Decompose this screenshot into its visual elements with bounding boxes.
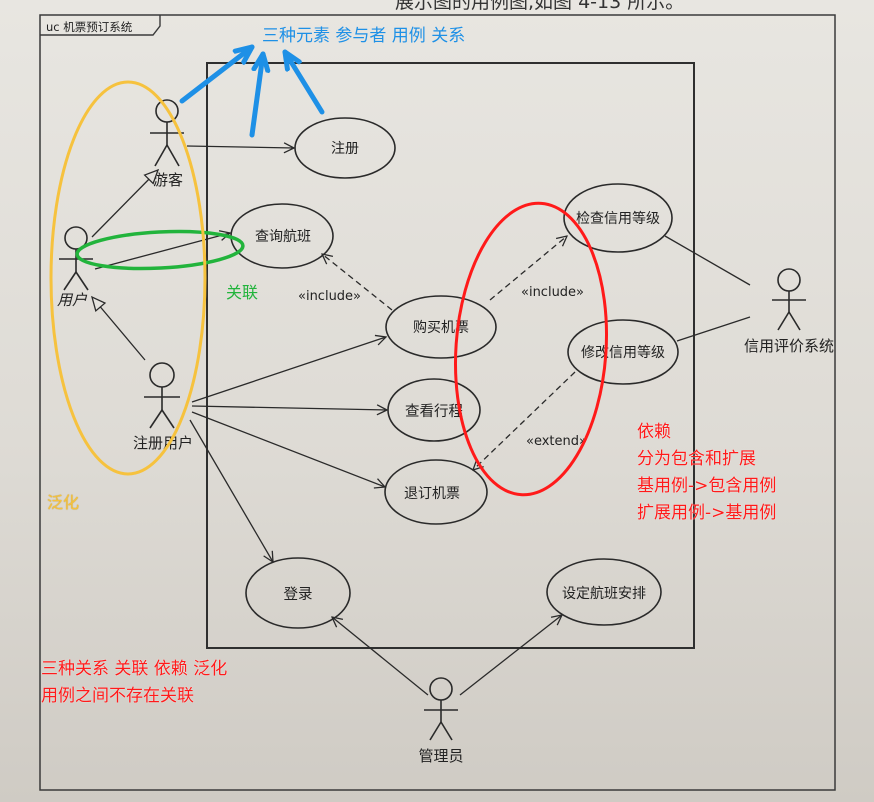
actor-admin-label: 管理员: [418, 747, 463, 765]
annotation-association: 关联: [226, 283, 259, 302]
actor-user-label: 用户: [57, 291, 88, 309]
use-case-query-flight: 查询航班: [230, 203, 334, 269]
include-buy-query: [322, 254, 393, 311]
assoc-visitor-register: [186, 146, 294, 148]
svg-text:购买机票: 购买机票: [413, 320, 469, 336]
outer-frame: [39, 14, 836, 791]
use-case-refund-ticket: 退订机票: [384, 459, 488, 525]
frame-title-tab: [40, 15, 161, 36]
frame-title: uc 机票预订系统: [46, 20, 133, 34]
actor-registered-user-icon: [144, 362, 180, 429]
actor-credit-system-label: 信用评价系统: [744, 337, 834, 355]
use-case-modify-credit: 修改信用等级: [567, 319, 679, 385]
extend-modify-refund: [473, 371, 576, 470]
assoc-reg-buy: [191, 337, 386, 403]
use-case-check-credit: 检查信用等级: [563, 183, 673, 253]
assoc-reg-refund: [191, 411, 385, 487]
summary-line: 用例之间不存在关联: [41, 686, 194, 706]
red-dependency-circle: [453, 201, 609, 497]
assoc-user-query: [94, 233, 230, 270]
annotation-three-elements: 三种元素 参与者 用例 关系: [262, 26, 466, 46]
annotation-summary: 三种关系 关联 依赖 泛化 用例之间不存在关联: [41, 656, 227, 710]
use-case-set-schedule: 设定航班安排: [546, 558, 662, 626]
svg-text:退订机票: 退订机票: [404, 486, 460, 502]
dependency-line: 扩展用例->基用例: [637, 503, 777, 523]
actor-user-icon: [59, 226, 93, 291]
svg-text:查看行程: 查看行程: [405, 403, 463, 420]
svg-text:查询航班: 查询航班: [255, 229, 311, 245]
annotation-dependency: 依赖 分为包含和扩展 基用例->包含用例 扩展用例->基用例: [637, 419, 776, 527]
include-label-right: «include»: [521, 285, 584, 300]
dependency-line: 分为包含和扩展: [637, 449, 756, 469]
system-boundary: [206, 62, 695, 649]
include-buy-check: [489, 236, 567, 301]
actor-visitor-label: 游客: [153, 171, 183, 189]
generalization-reg-user: [91, 295, 146, 361]
include-label-left: «include»: [298, 289, 361, 304]
assoc-reg-view: [191, 406, 387, 410]
annotation-generalization: 泛化: [47, 493, 80, 512]
actor-registered-user-label: 注册用户: [133, 434, 193, 452]
dependency-line: 依赖: [637, 422, 671, 442]
assoc-admin-schedule: [459, 615, 562, 696]
summary-line: 三种关系 关联 依赖 泛化: [41, 659, 228, 679]
assoc-credit-modify: [676, 316, 751, 342]
use-case-login: 登录: [245, 557, 351, 629]
generalization-user-visitor: [91, 168, 160, 238]
actor-credit-system-icon: [772, 268, 806, 331]
yellow-generalization-circle: [49, 80, 207, 476]
green-association-circle: [75, 229, 245, 271]
use-case-register: 注册: [294, 117, 396, 179]
page-header-text: 展示图的用例图,如图 4-13 所示。: [395, 0, 684, 13]
assoc-credit-check: [664, 235, 751, 286]
svg-text:注册: 注册: [331, 141, 359, 157]
svg-text:设定航班安排: 设定航班安排: [562, 586, 646, 602]
extend-label: «extend»: [526, 434, 587, 449]
actor-admin-icon: [424, 677, 458, 741]
svg-text:检查信用等级: 检查信用等级: [576, 210, 660, 227]
svg-text:修改信用等级: 修改信用等级: [581, 344, 665, 361]
svg-text:登录: 登录: [284, 586, 313, 603]
blue-annotation-arrows: [179, 44, 325, 138]
use-case-buy-ticket: 购买机票: [385, 295, 497, 359]
assoc-admin-login: [332, 617, 429, 696]
assoc-reg-login: [189, 419, 273, 562]
dependency-line: 基用例->包含用例: [637, 476, 777, 496]
